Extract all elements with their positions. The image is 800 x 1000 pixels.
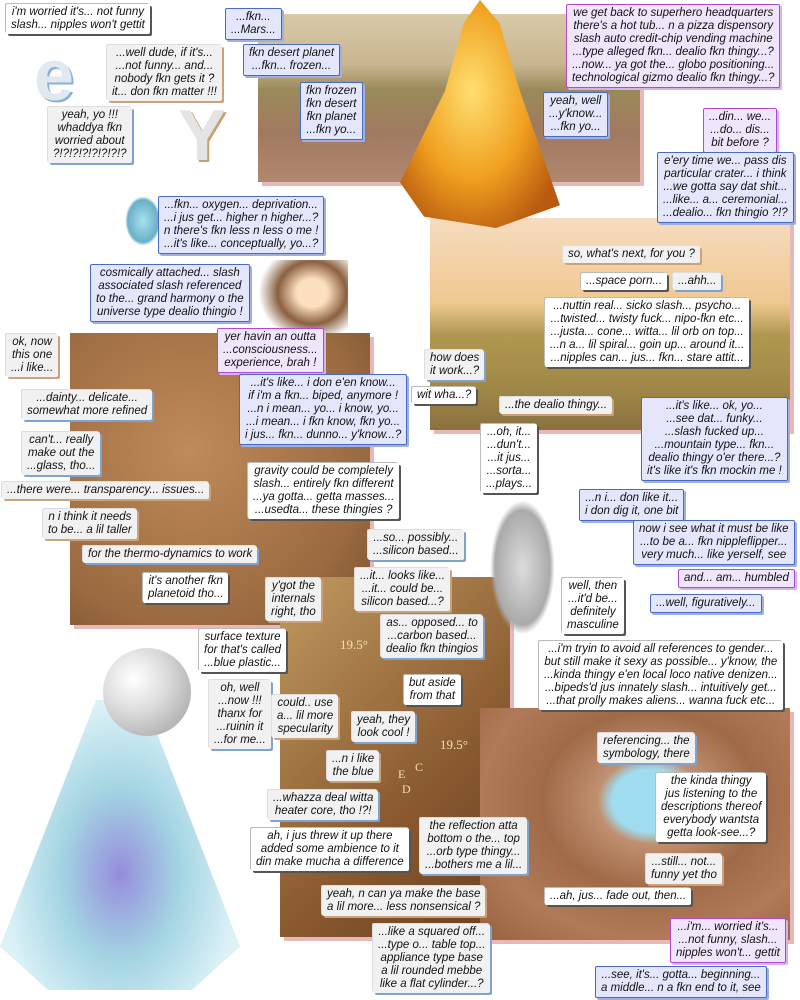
- speech-bubble: ...like a squared off... ...type o... ta…: [373, 924, 491, 993]
- speech-bubble: ...din... we... ...do... dis... bit befo…: [703, 108, 777, 153]
- speech-bubble: it's another fkn planetoid tho...: [143, 573, 229, 603]
- speech-bubble: wit wha...?: [412, 387, 477, 404]
- speech-bubble: well, then ...it'd be... definitely masc…: [562, 578, 624, 634]
- speech-bubble: the reflection atta bottom o the... top …: [420, 818, 528, 874]
- angle-label: 19.5°: [440, 737, 468, 752]
- speech-bubble: ...space porn...: [581, 273, 668, 290]
- speech-bubble: ...oh, it... ...dun't... ...it jus... ..…: [481, 424, 538, 493]
- speech-bubble: ...i'm... worried it's... ...not funny, …: [670, 918, 786, 963]
- speech-bubble: as... opposed... to ...carbon based... d…: [381, 615, 484, 658]
- speech-bubble: ...see, it's... gotta... beginning... a …: [595, 966, 767, 998]
- speech-bubble: ...n i... don like it... i don dig it, o…: [579, 489, 685, 521]
- speech-bubble: fkn desert planet ...fkn... frozen...: [243, 44, 341, 76]
- speech-bubble: ...whazza deal witta heater core, tho !?…: [268, 790, 379, 820]
- speech-bubble: cosmically attached... slash associated …: [90, 264, 250, 322]
- speech-bubble: surface texture for that's called ...blu…: [199, 629, 286, 672]
- speech-bubble: could.. use a... lil more specularity: [272, 695, 339, 738]
- speech-bubble: for the thermo-dynamics to work: [83, 546, 258, 563]
- speech-bubble: ...well dude, if it's... ...not funny...…: [107, 45, 222, 101]
- speech-bubble: gravity could be completely slash... ent…: [248, 463, 400, 519]
- speech-bubble: ...the dealio thingy...: [500, 397, 613, 414]
- speech-bubble: yeah, n can ya make the base a lil more.…: [322, 886, 486, 916]
- speech-bubble: ...so... possibly... ...silicon based...: [368, 530, 464, 560]
- speech-bubble: ...i'm tryin to avoid all references to …: [539, 641, 783, 710]
- speech-bubble: ...it's like... ok, yo... ...see dat... …: [641, 397, 788, 481]
- speech-bubble: ...ahh...: [673, 273, 722, 290]
- speech-bubble: n i think it needs to be... a lil taller: [43, 509, 137, 539]
- speech-bubble: e'ery time we... pass dis particular cra…: [657, 152, 794, 223]
- alien-frog-figure: [125, 196, 161, 246]
- point-label-d: D: [402, 782, 411, 796]
- speech-bubble: ...fkn... ...Mars...: [225, 8, 282, 40]
- speech-bubble: ...ah, jus... fade out, then...: [545, 888, 692, 905]
- point-label-c: C: [415, 760, 424, 774]
- logo-letter-e: e: [34, 36, 75, 116]
- logo-letter-y: Y: [178, 96, 227, 176]
- silver-orb: [103, 648, 191, 736]
- speech-bubble: and... am... humbled: [678, 569, 795, 588]
- speech-bubble: ...well, figuratively...: [650, 594, 762, 613]
- speech-bubble: ...n i like the blue: [327, 751, 380, 781]
- angle-label: 19.5°: [340, 637, 368, 652]
- speech-bubble: ...nuttin real... sicko slash... psycho.…: [545, 298, 750, 367]
- speech-bubble: yeah, they look cool !: [352, 712, 416, 742]
- speech-bubble: fkn frozen fkn desert fkn planet ...fkn …: [300, 82, 363, 140]
- speech-bubble: ok, now this one ...i like...: [6, 334, 59, 377]
- speech-bubble: but aside from that: [404, 675, 461, 705]
- speech-bubble: yeah, yo !!! whaddya fkn worried about ?…: [48, 107, 132, 163]
- speech-bubble: ...it... looks like... ...it... could be…: [355, 568, 450, 611]
- speech-bubble: how does it work...?: [425, 350, 485, 380]
- speech-bubble: the kinda thingy jus listening to the de…: [656, 773, 767, 842]
- speech-bubble: i'm worried it's... not funny slash... n…: [6, 4, 150, 34]
- point-label-e: E: [398, 767, 406, 781]
- speech-bubble: can't... really make out the ...glass, t…: [22, 432, 101, 475]
- speech-bubble: ...dainty... delicate... somewhat more r…: [22, 390, 153, 420]
- speech-bubble: ...it's like... i don e'en know... if i'…: [239, 374, 408, 445]
- speech-bubble: ...fkn... oxygen... deprivation... ...i …: [158, 196, 325, 254]
- speech-bubble: ...there were... transparency... issues.…: [2, 482, 210, 499]
- speech-bubble: ah, i jus threw it up there added some a…: [251, 828, 409, 871]
- speech-bubble: oh, well ...now !!! thanx for ...ruinin …: [209, 680, 271, 749]
- speech-bubble: yer havin an outta ...consciousness... e…: [217, 328, 324, 373]
- speech-bubble: yeah, well ...y'know... ...fkn yo...: [543, 92, 609, 137]
- speech-bubble: ...still... not... funny yet tho: [646, 854, 722, 884]
- silver-tribal-ornament: [490, 500, 555, 635]
- speech-bubble: we get back to superhero headquarters th…: [566, 4, 781, 88]
- speech-bubble: so, what's next, for you ?: [563, 246, 700, 263]
- speech-bubble: now i see what it must be like ...to be …: [633, 520, 795, 565]
- speech-bubble: referencing... the symbology, there: [598, 733, 695, 763]
- speech-bubble: y'got the internals right, tho: [266, 578, 321, 621]
- glass-cone: [0, 700, 240, 990]
